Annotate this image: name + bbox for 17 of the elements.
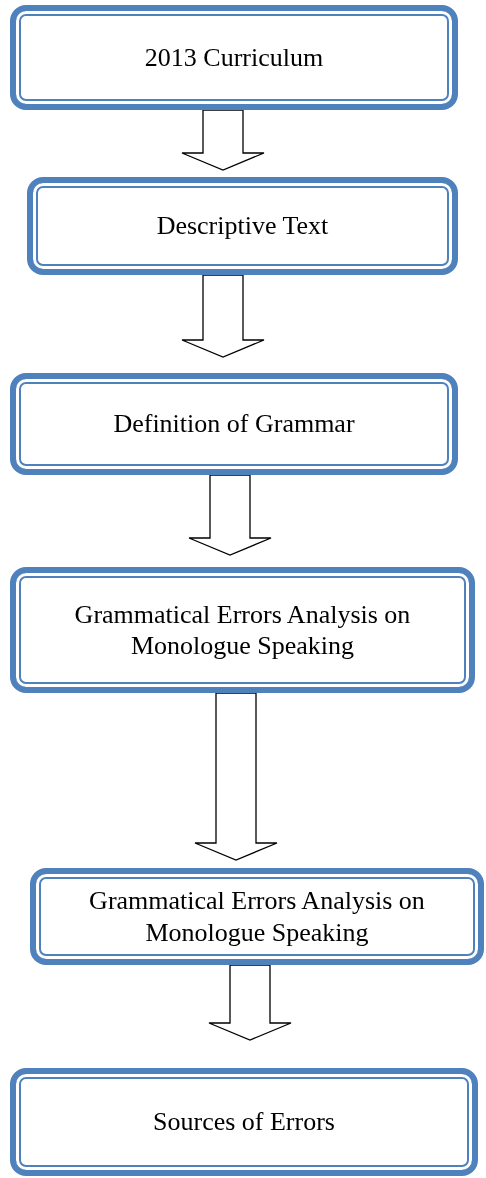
- box-label: Definition of Grammar: [113, 408, 355, 440]
- process-box: [10, 1068, 478, 1176]
- box-label: 2013 Curriculum: [144, 41, 324, 74]
- box-label: Sources of Errors: [153, 1106, 335, 1138]
- process-box: [30, 868, 484, 965]
- process-box: [10, 373, 458, 475]
- block-arrow: [181, 274, 265, 358]
- box-label: Grammatical Errors Analysis on Monologue Speaking: [73, 598, 412, 662]
- block-arrow: [188, 474, 272, 556]
- block-arrow: [181, 109, 265, 171]
- process-box: [10, 5, 458, 110]
- box-label: Grammatical Errors Analysis on Monologue Speaking: [88, 885, 426, 948]
- block-arrow: [208, 964, 292, 1041]
- process-box: [27, 177, 458, 275]
- box-label: Descriptive Text: [156, 210, 329, 242]
- block-arrow: [194, 692, 278, 861]
- process-box: [10, 567, 475, 693]
